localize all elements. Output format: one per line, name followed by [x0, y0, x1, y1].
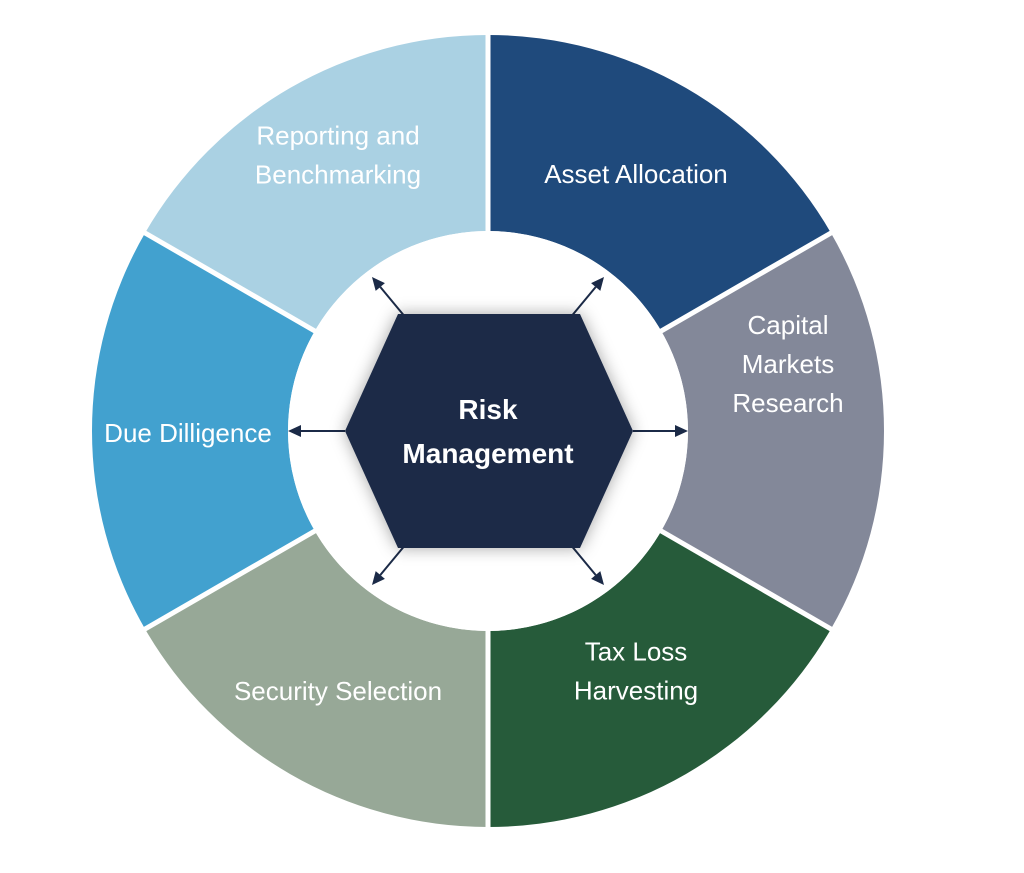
segment-asset-allocation-label-line1: Asset Allocation	[544, 159, 728, 189]
segment-reporting-benchmarking[interactable]	[145, 35, 488, 331]
center-title-line1: Risk	[458, 394, 518, 425]
segment-due-diligence-label-line1: Due Dilligence	[104, 418, 272, 448]
connector-arrows	[288, 277, 688, 585]
segment-divider	[142, 527, 318, 633]
center-hexagon[interactable]	[345, 314, 633, 548]
segment-capital-markets-research-label-line2: Markets	[742, 349, 834, 379]
segment-tax-loss-harvesting-label-line2: Harvesting	[574, 676, 698, 706]
segment-asset-allocation[interactable]	[488, 35, 831, 331]
segment-tax-loss-harvesting[interactable]	[488, 531, 831, 827]
segment-divider	[658, 229, 834, 335]
center-title-line2: Management	[402, 438, 573, 469]
segment-dividers	[142, 33, 834, 829]
segment-divider	[658, 527, 834, 633]
segment-capital-markets-research[interactable]	[661, 233, 884, 629]
arrow-due-diligence	[288, 425, 345, 437]
segment-tax-loss-harvesting-label-line1: Tax Loss	[585, 637, 688, 667]
arrow-security-selection	[372, 543, 407, 585]
arrow-tax-loss-harvesting	[569, 543, 604, 585]
segment-reporting-benchmarking-label-line2: Benchmarking	[255, 160, 421, 190]
segment-divider	[142, 229, 318, 335]
segments-layer	[91, 35, 884, 827]
segment-security-selection-label-line1: Security Selection	[234, 676, 442, 706]
arrow-asset-allocation	[569, 277, 604, 319]
arrow-capital-markets-research	[633, 425, 688, 437]
arrow-reporting-benchmarking	[372, 277, 407, 319]
segment-labels: Asset AllocationCapitalMarketsResearchTa…	[104, 121, 843, 707]
segment-capital-markets-research-label-line1: Capital	[748, 310, 829, 340]
segment-due-diligence[interactable]	[91, 233, 315, 629]
segment-capital-markets-research-label-line3: Research	[732, 388, 843, 418]
segment-reporting-benchmarking-label-line1: Reporting and	[256, 121, 419, 151]
segment-security-selection[interactable]	[145, 531, 488, 827]
